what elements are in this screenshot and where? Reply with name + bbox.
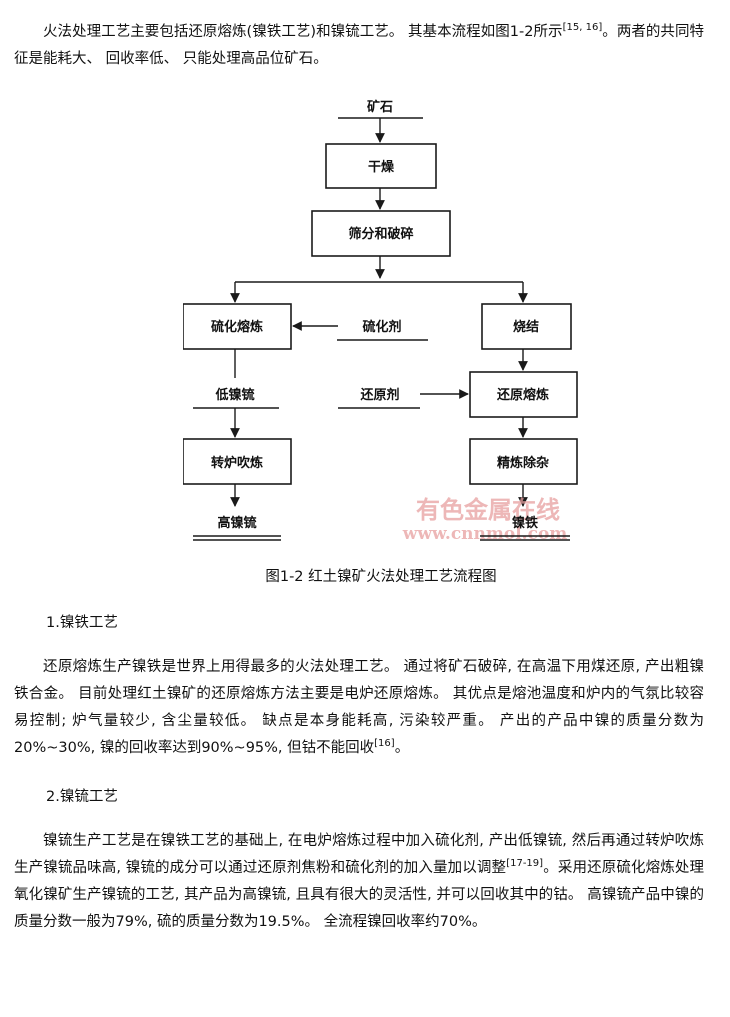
section2-citation[interactable]: [17-19] xyxy=(506,858,544,869)
box-screen xyxy=(311,210,451,257)
box-sinter xyxy=(481,303,572,350)
section2-text-end: 。采用还原硫化熔炼处理氧化镍矿生产镍锍的工艺, 其产品为高镍锍, 且具有很大的灵… xyxy=(14,860,705,930)
watermark-name: 有色金属在线 xyxy=(416,496,560,524)
process-flowchart: 矿石 干燥 筛分和破碎 硫化熔炼 硫化剂 烧结 低镍锍 还原剂 还原熔炼 转炉吹… xyxy=(183,99,578,544)
intro-text-end: 。两者的共同特征是能耗大、 回收率低、 只能处理高品位矿石。 xyxy=(14,24,705,67)
box-reduce-smelt xyxy=(469,371,578,418)
section1-heading: 1.镍铁工艺 xyxy=(46,615,118,631)
section2-heading: 2.镍锍工艺 xyxy=(46,789,118,805)
node-ferronickel: 镍铁 xyxy=(512,515,538,531)
box-refine xyxy=(469,438,578,485)
intro-paragraph: 火法处理工艺主要包括还原熔炼(镍铁工艺)和镍锍工艺。 其基本流程如图1-2所示[… xyxy=(14,19,704,73)
section1-text-end: 。 xyxy=(394,740,410,756)
node-reductant: 还原剂 xyxy=(359,387,399,403)
node-refine: 精炼除杂 xyxy=(497,455,549,471)
intro-citation[interactable]: [15, 16] xyxy=(562,22,603,33)
box-converter xyxy=(183,438,292,485)
node-converter: 转炉吹炼 xyxy=(211,455,263,471)
box-dry xyxy=(325,143,437,189)
node-sinter: 烧结 xyxy=(513,319,539,335)
node-low-matte: 低镍锍 xyxy=(214,387,254,403)
figure-caption: 图1-2 红土镍矿火法处理工艺流程图 xyxy=(265,569,497,585)
section1-paragraph: 还原熔炼生产镍铁是世界上用得最多的火法处理工艺。 通过将矿石破碎, 在高温下用煤… xyxy=(14,654,704,762)
box-sulfur-smelt xyxy=(183,303,292,350)
node-ore: 矿石 xyxy=(367,99,393,115)
node-dry: 干燥 xyxy=(368,159,395,175)
watermark-url: www.cnnmol.com xyxy=(402,524,568,544)
section1-citation[interactable]: [16] xyxy=(374,738,395,749)
node-sulfur-smelt: 硫化熔炼 xyxy=(211,319,263,335)
section2-text: 镍锍生产工艺是在镍铁工艺的基础上, 在电炉熔炼过程中加入硫化剂, 产出低镍锍, … xyxy=(14,833,704,876)
node-reduce-smelt: 还原熔炼 xyxy=(496,387,549,403)
node-screen: 筛分和破碎 xyxy=(348,226,413,242)
node-sulfiding-agent: 硫化剂 xyxy=(362,319,401,335)
section2-paragraph: 镍锍生产工艺是在镍铁工艺的基础上, 在电炉熔炼过程中加入硫化剂, 产出低镍锍, … xyxy=(14,828,704,936)
section1-text: 还原熔炼生产镍铁是世界上用得最多的火法处理工艺。 通过将矿石破碎, 在高温下用煤… xyxy=(14,659,704,756)
node-high-matte: 高镍锍 xyxy=(217,515,256,531)
intro-text: 火法处理工艺主要包括还原熔炼(镍铁工艺)和镍锍工艺。 其基本流程如图1-2所示 xyxy=(43,24,563,40)
